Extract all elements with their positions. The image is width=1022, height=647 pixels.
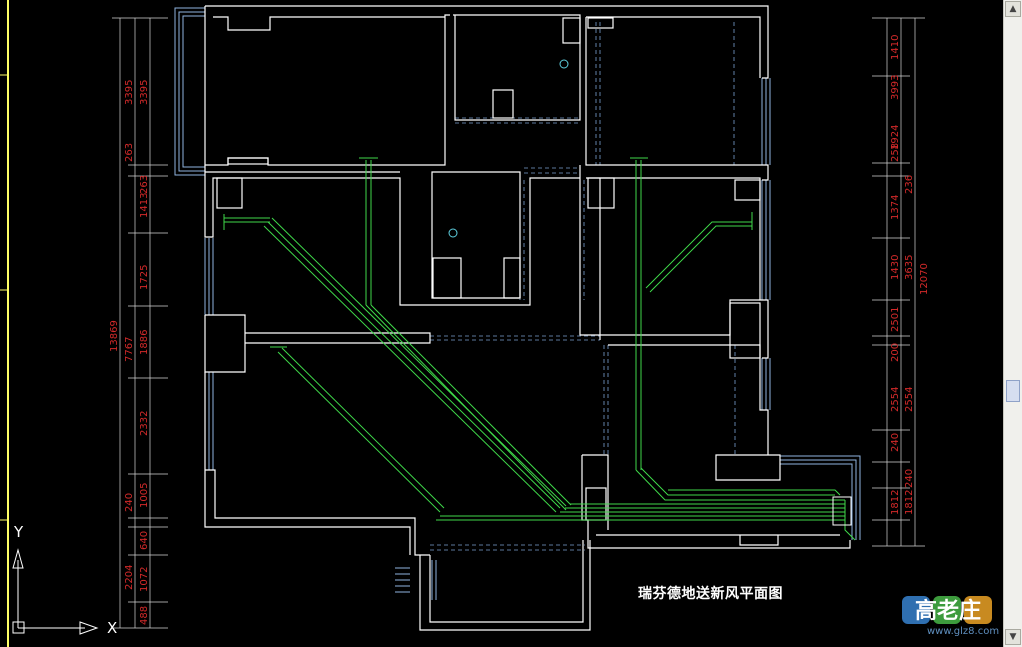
watermark-url: www.glz8.com	[927, 626, 1000, 637]
left-dim-6: 1725	[139, 265, 150, 290]
right-dimension-labels: 1410 3993 1924 258 236 1374 1430 3635 12…	[890, 35, 930, 515]
right-dim-12: 2554	[890, 387, 901, 412]
right-dim-16: 1812	[890, 490, 901, 515]
right-dim-7: 1430	[890, 255, 901, 280]
left-dim-8: 2332	[139, 411, 150, 436]
right-dim-10: 2501	[890, 307, 901, 332]
fresh-air-ducts	[223, 157, 856, 541]
left-dim-12: 2204	[124, 565, 135, 590]
left-dim-1: 3395	[124, 80, 135, 105]
right-dim-3: 1924	[890, 125, 901, 150]
drawing-title: 瑞芬德地送新风平面图	[638, 586, 783, 602]
left-dim-13: 1072	[139, 567, 150, 592]
right-dim-15: 240	[904, 469, 915, 488]
window-lines	[174, 7, 861, 600]
right-dimension-lines	[872, 17, 925, 547]
left-dim-14: 488	[139, 606, 150, 625]
left-dim-2: 3395	[139, 80, 150, 105]
floor-drain-icon	[448, 228, 458, 238]
right-dim-1: 1410	[890, 35, 901, 60]
axis-y-label: Y	[13, 523, 24, 541]
right-dim-11: 200	[890, 343, 901, 362]
right-dim-6: 1374	[890, 195, 901, 220]
left-dimension-lines	[112, 17, 168, 629]
down-arrow-icon[interactable]: ▼	[1005, 629, 1021, 645]
watermark-logo: 高老庄	[900, 590, 1000, 642]
left-dim-5: 1413	[139, 193, 150, 218]
right-dim-5: 236	[904, 175, 915, 194]
right-dim-8: 3635	[904, 255, 915, 280]
right-dim-9: 12070	[919, 263, 930, 295]
stair-arrow-icon	[395, 567, 410, 593]
left-dim-10: 240	[124, 493, 135, 512]
left-dim-9: 1005	[139, 483, 150, 508]
right-dim-17: 1812	[904, 490, 915, 515]
left-dim-7: 1886	[139, 330, 150, 355]
walls	[204, 5, 851, 631]
left-dimension-labels: 13869 7767 3395 3395 263 263 1413 1725 1…	[109, 80, 150, 625]
vertical-scrollbar[interactable]: ▲ ▼	[1003, 0, 1022, 647]
right-dim-4: 258	[890, 143, 901, 162]
scrollbar-thumb[interactable]	[1006, 380, 1020, 402]
left-dim-4: 263	[139, 175, 150, 194]
floor-drain-icon	[559, 59, 569, 69]
watermark-text: 高老庄	[915, 598, 981, 624]
left-dim-middle-total: 7767	[124, 337, 135, 362]
dashed-reference-lines	[430, 22, 736, 551]
up-arrow-icon[interactable]: ▲	[1005, 1, 1021, 17]
axis-x-label: X	[107, 619, 117, 637]
ucs-axis-icon	[12, 548, 99, 635]
right-dim-13: 2554	[904, 387, 915, 412]
left-dim-outer-total: 13869	[109, 320, 120, 352]
left-dim-11: 640	[139, 531, 150, 550]
fan-unit-icon	[832, 496, 852, 526]
left-dim-3: 263	[124, 143, 135, 162]
right-dim-14: 240	[890, 433, 901, 452]
right-dim-2: 3993	[890, 75, 901, 100]
